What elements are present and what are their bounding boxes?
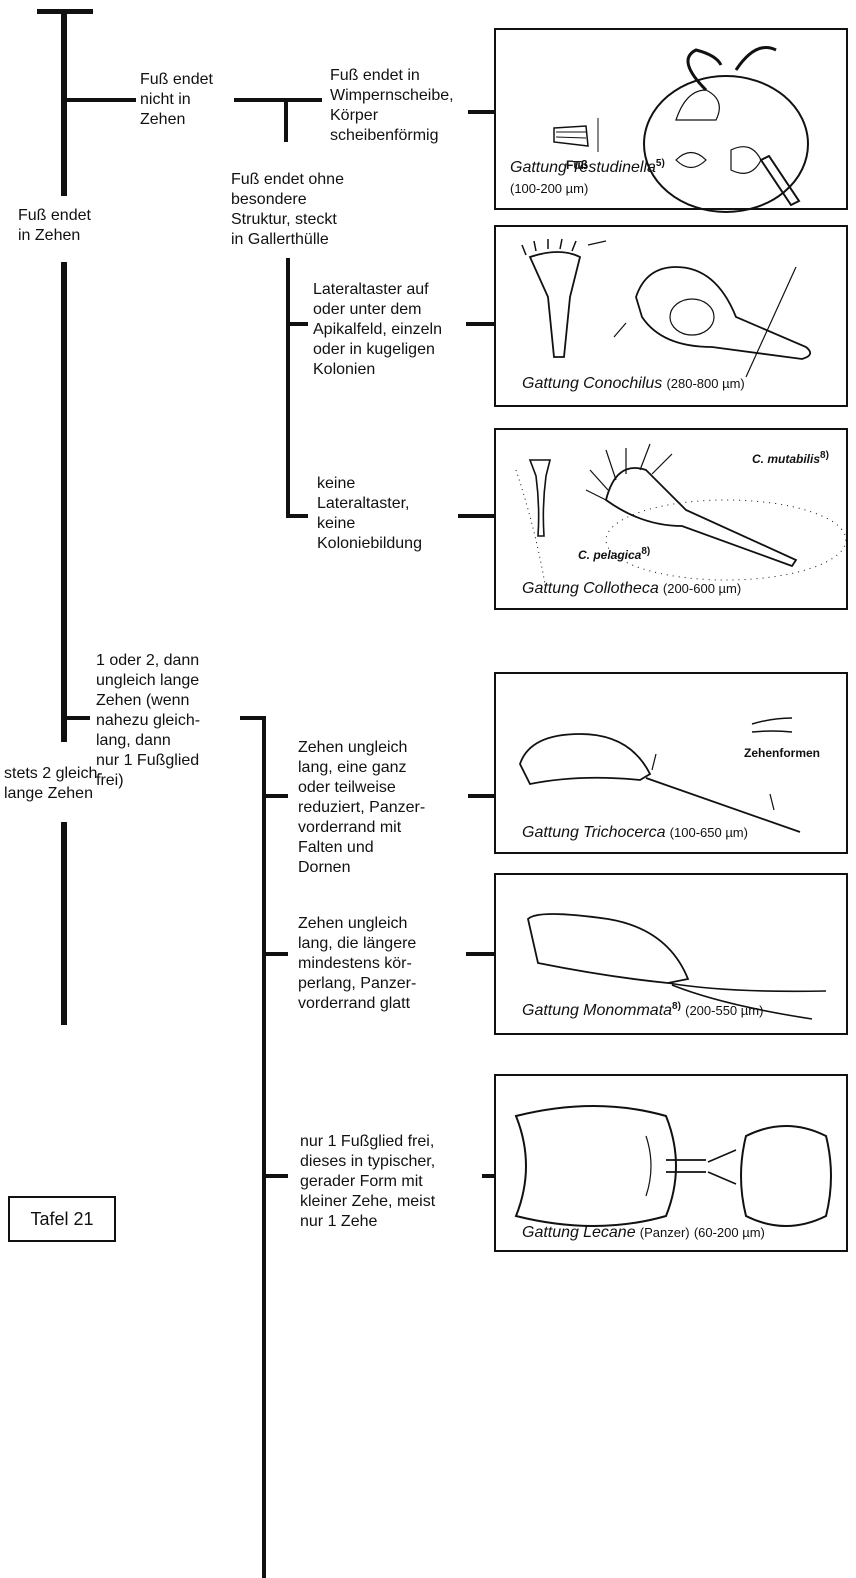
- panel-collotheca: C. mutabilis8) C. pelagica8) Gattung Col…: [494, 428, 848, 610]
- node-ungleich-lange: 1 oder 2, dann ungleich lange Zehen (wen…: [96, 651, 200, 791]
- to-collotheca-box: [458, 514, 494, 518]
- genus-name: Collotheca: [583, 580, 659, 597]
- genus-prefix: Gattung: [510, 159, 567, 176]
- species-name: C. pelagica: [578, 548, 641, 562]
- lecane-note: (Panzer): [640, 1225, 690, 1240]
- node-trichocerca-key: Zehen ungleich lang, eine ganz oder teil…: [298, 738, 425, 878]
- node-fuss-endet-in-zehen: Fuß endet in Zehen: [18, 206, 91, 246]
- genus-prefix: Gattung: [522, 1002, 579, 1019]
- caption-lecane: Gattung Lecane (Panzer) (60-200 µm): [522, 1224, 765, 1242]
- footnote: 5): [656, 158, 665, 169]
- range-text: (200-600 µm): [663, 581, 741, 596]
- range-testudinella: (100-200 µm): [510, 180, 588, 197]
- node-lateraltaster: Lateraltaster auf oder unter dem Apikalf…: [313, 280, 442, 380]
- node-ohne-struktur: Fuß endet ohne besondere Struktur, steck…: [231, 170, 344, 250]
- node-nicht-in-zehen: Fuß endet nicht in Zehen: [140, 70, 213, 130]
- split-stem: [284, 98, 288, 142]
- panel-testudinella: Fuß Gattung Testudinella5) (100-200 µm): [494, 28, 848, 210]
- genus-prefix: Gattung: [522, 1224, 579, 1241]
- range-text: (60-200 µm): [694, 1225, 765, 1240]
- to-trichocerca-key: [264, 794, 288, 798]
- zehen-trunk-fix: [262, 716, 266, 986]
- panel-lecane: Gattung Lecane (Panzer) (60-200 µm): [494, 1074, 848, 1252]
- panel-monommata: Gattung Monommata8) (200-550 µm): [494, 873, 848, 1035]
- to-lecane-key: [264, 1174, 288, 1178]
- branch-nicht-in-zehen: [64, 98, 136, 102]
- tafel-21-box[interactable]: Tafel 21: [8, 1196, 116, 1242]
- genus-prefix: Gattung: [522, 375, 579, 392]
- to-trichocerca-box: [468, 794, 494, 798]
- genus-name: Monommata: [583, 1002, 672, 1019]
- node-keine-lateraltaster: keine Lateraltaster, keine Koloniebildun…: [317, 474, 422, 554]
- tafel-21-label: Tafel 21: [30, 1209, 93, 1230]
- node-stets-2: stets 2 gleich- lange Zehen: [4, 764, 103, 804]
- footnote: 8): [672, 1001, 681, 1012]
- range-text: (100-200 µm): [510, 181, 588, 196]
- range-text: (200-550 µm): [685, 1003, 763, 1018]
- label-c-pelagica: C. pelagica8): [578, 546, 650, 562]
- label-zehenformen: Zehenformen: [744, 746, 820, 760]
- genus-name: Testudinella: [571, 159, 656, 176]
- to-monommata-key: [264, 952, 288, 956]
- gallert-trunk: [286, 258, 290, 518]
- branch-to-split: [234, 98, 322, 102]
- node-wimpernscheibe: Fuß endet in Wimpernscheibe, Körper sche…: [330, 66, 454, 146]
- genus-prefix: Gattung: [522, 580, 579, 597]
- genus-name: Lecane: [583, 1224, 636, 1241]
- genus-name: Conochilus: [583, 375, 662, 392]
- to-monommata-box: [466, 952, 494, 956]
- range-text: (100-650 µm): [670, 825, 748, 840]
- to-keine-lateraltaster: [288, 514, 308, 518]
- caption-monommata: Gattung Monommata8) (200-550 µm): [522, 1001, 763, 1020]
- caption-testudinella: Gattung Testudinella5): [510, 158, 665, 177]
- branch-ungleich: [64, 716, 90, 720]
- main-trunk-upper: [61, 9, 67, 196]
- to-testudinella-box: [468, 110, 494, 114]
- main-trunk-middle: [61, 262, 67, 742]
- to-lecane-box: [482, 1174, 494, 1178]
- node-lecane-key: nur 1 Fußglied frei, dieses in typischer…: [300, 1132, 435, 1232]
- species-note: 8): [641, 546, 650, 557]
- genus-prefix: Gattung: [522, 824, 579, 841]
- panel-trichocerca: Zehenformen Gattung Trichocerca (100-650…: [494, 672, 848, 854]
- panel-conochilus: Gattung Conochilus (280-800 µm): [494, 225, 848, 407]
- caption-conochilus: Gattung Conochilus (280-800 µm): [522, 375, 745, 393]
- node-monommata-key: Zehen ungleich lang, die längere mindest…: [298, 914, 416, 1014]
- range-text: (280-800 µm): [666, 376, 744, 391]
- species-note: 8): [820, 450, 829, 461]
- to-conochilus-box: [466, 322, 494, 326]
- main-trunk-lower: [61, 822, 67, 1025]
- caption-collotheca: Gattung Collotheca (200-600 µm): [522, 580, 741, 598]
- label-c-mutabilis: C. mutabilis8): [752, 450, 829, 466]
- to-lateraltaster: [288, 322, 308, 326]
- species-name: C. mutabilis: [752, 452, 820, 466]
- caption-trichocerca: Gattung Trichocerca (100-650 µm): [522, 824, 748, 842]
- genus-name: Trichocerca: [583, 824, 665, 841]
